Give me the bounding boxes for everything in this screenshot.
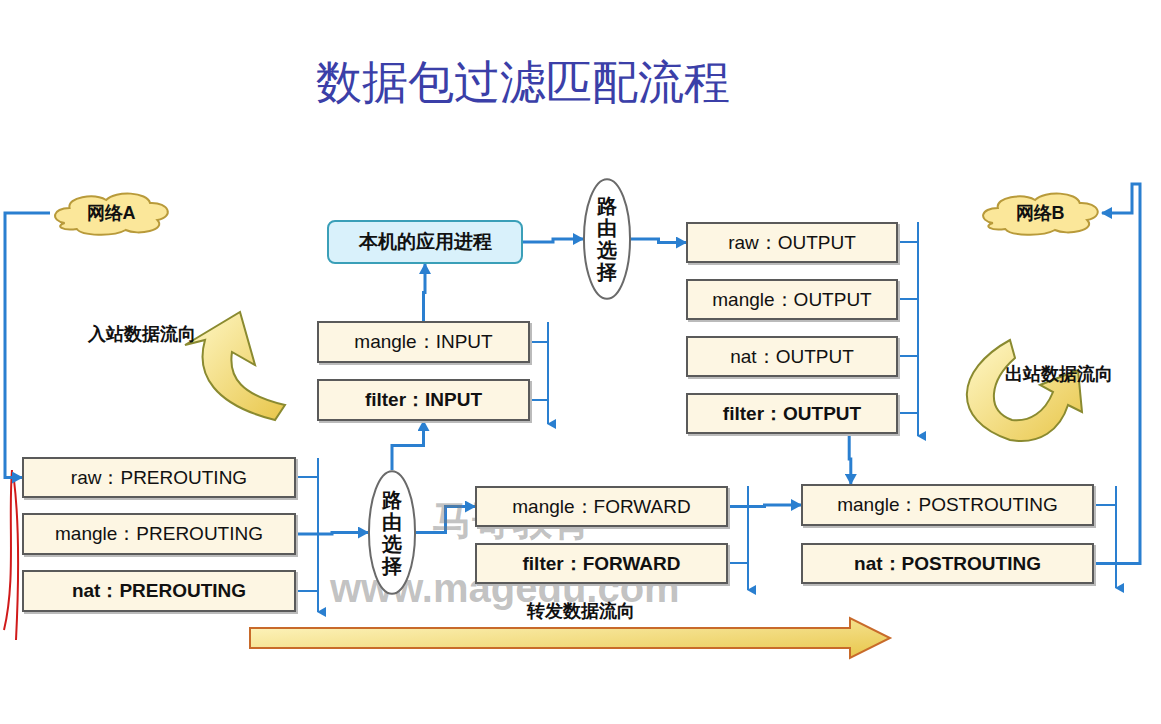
flow-arrow: [296, 533, 368, 535]
node-text: 路由选择: [382, 489, 402, 577]
node-text: nat：PREROUTING: [72, 578, 246, 604]
flow-arrow: [523, 239, 583, 242]
flow-label: 入站数据流向: [88, 322, 196, 346]
node-text: raw：OUTPUT: [728, 230, 856, 256]
flow-arrow: [849, 434, 851, 484]
chain-box: raw：PREROUTING: [22, 457, 296, 498]
chain-box: mangle：INPUT: [317, 321, 530, 363]
chain-box: mangle：FORWARD: [475, 486, 728, 527]
node-text: mangle：PREROUTING: [55, 521, 263, 547]
chain-box: mangle：PREROUTING: [22, 513, 296, 555]
network-cloud: 网络B: [978, 188, 1102, 238]
diagram-title: 数据包过滤匹配流程: [316, 52, 730, 114]
routing-ellipse: 路由选择: [368, 470, 416, 595]
flow-label: 出站数据流向: [1005, 362, 1113, 386]
flow-arrow: [5, 213, 50, 478]
chain-box: nat：POSTROUTING: [801, 543, 1094, 584]
chain-box: mangle：POSTROUTING: [801, 484, 1094, 526]
chain-box: nat：OUTPUT: [686, 336, 898, 377]
node-text: nat：POSTROUTING: [854, 551, 1041, 577]
node-text: 网络A: [87, 201, 136, 225]
flow-arrow: [424, 264, 426, 321]
node-text: filter：FORWARD: [523, 551, 681, 577]
node-text: mangle：OUTPUT: [712, 287, 871, 313]
chain-box: nat：PREROUTING: [22, 570, 296, 612]
flow-arrow: [631, 239, 686, 243]
routing-ellipse: 路由选择: [583, 178, 631, 300]
process-box: 本机的应用进程: [327, 220, 523, 264]
node-text: mangle：INPUT: [354, 329, 492, 355]
node-text: 本机的应用进程: [359, 229, 492, 255]
flow-label: 转发数据流向: [527, 599, 635, 623]
chain-box: raw：OUTPUT: [686, 222, 898, 263]
node-text: filter：OUTPUT: [723, 401, 861, 427]
node-text: 路由选择: [597, 195, 617, 283]
network-cloud: 网络A: [50, 188, 172, 238]
chain-box: filter：OUTPUT: [686, 393, 898, 434]
node-text: mangle：FORWARD: [512, 494, 690, 520]
chain-box: filter：INPUT: [317, 379, 530, 421]
chain-box: mangle：OUTPUT: [686, 279, 898, 320]
node-text: filter：INPUT: [365, 387, 482, 413]
node-text: 网络B: [1016, 201, 1065, 225]
chain-box: filter：FORWARD: [475, 543, 728, 584]
outbound-curve-arrow: [967, 340, 1082, 441]
inbound-curve-arrow: [185, 312, 285, 420]
node-text: nat：OUTPUT: [730, 344, 854, 370]
node-text: mangle：POSTROUTING: [837, 492, 1058, 518]
flow-arrow: [728, 505, 801, 507]
node-text: raw：PREROUTING: [71, 465, 247, 491]
chain-bracket: [296, 222, 1116, 612]
flow-arrow: [392, 421, 424, 470]
forward-arrow: [250, 618, 890, 658]
